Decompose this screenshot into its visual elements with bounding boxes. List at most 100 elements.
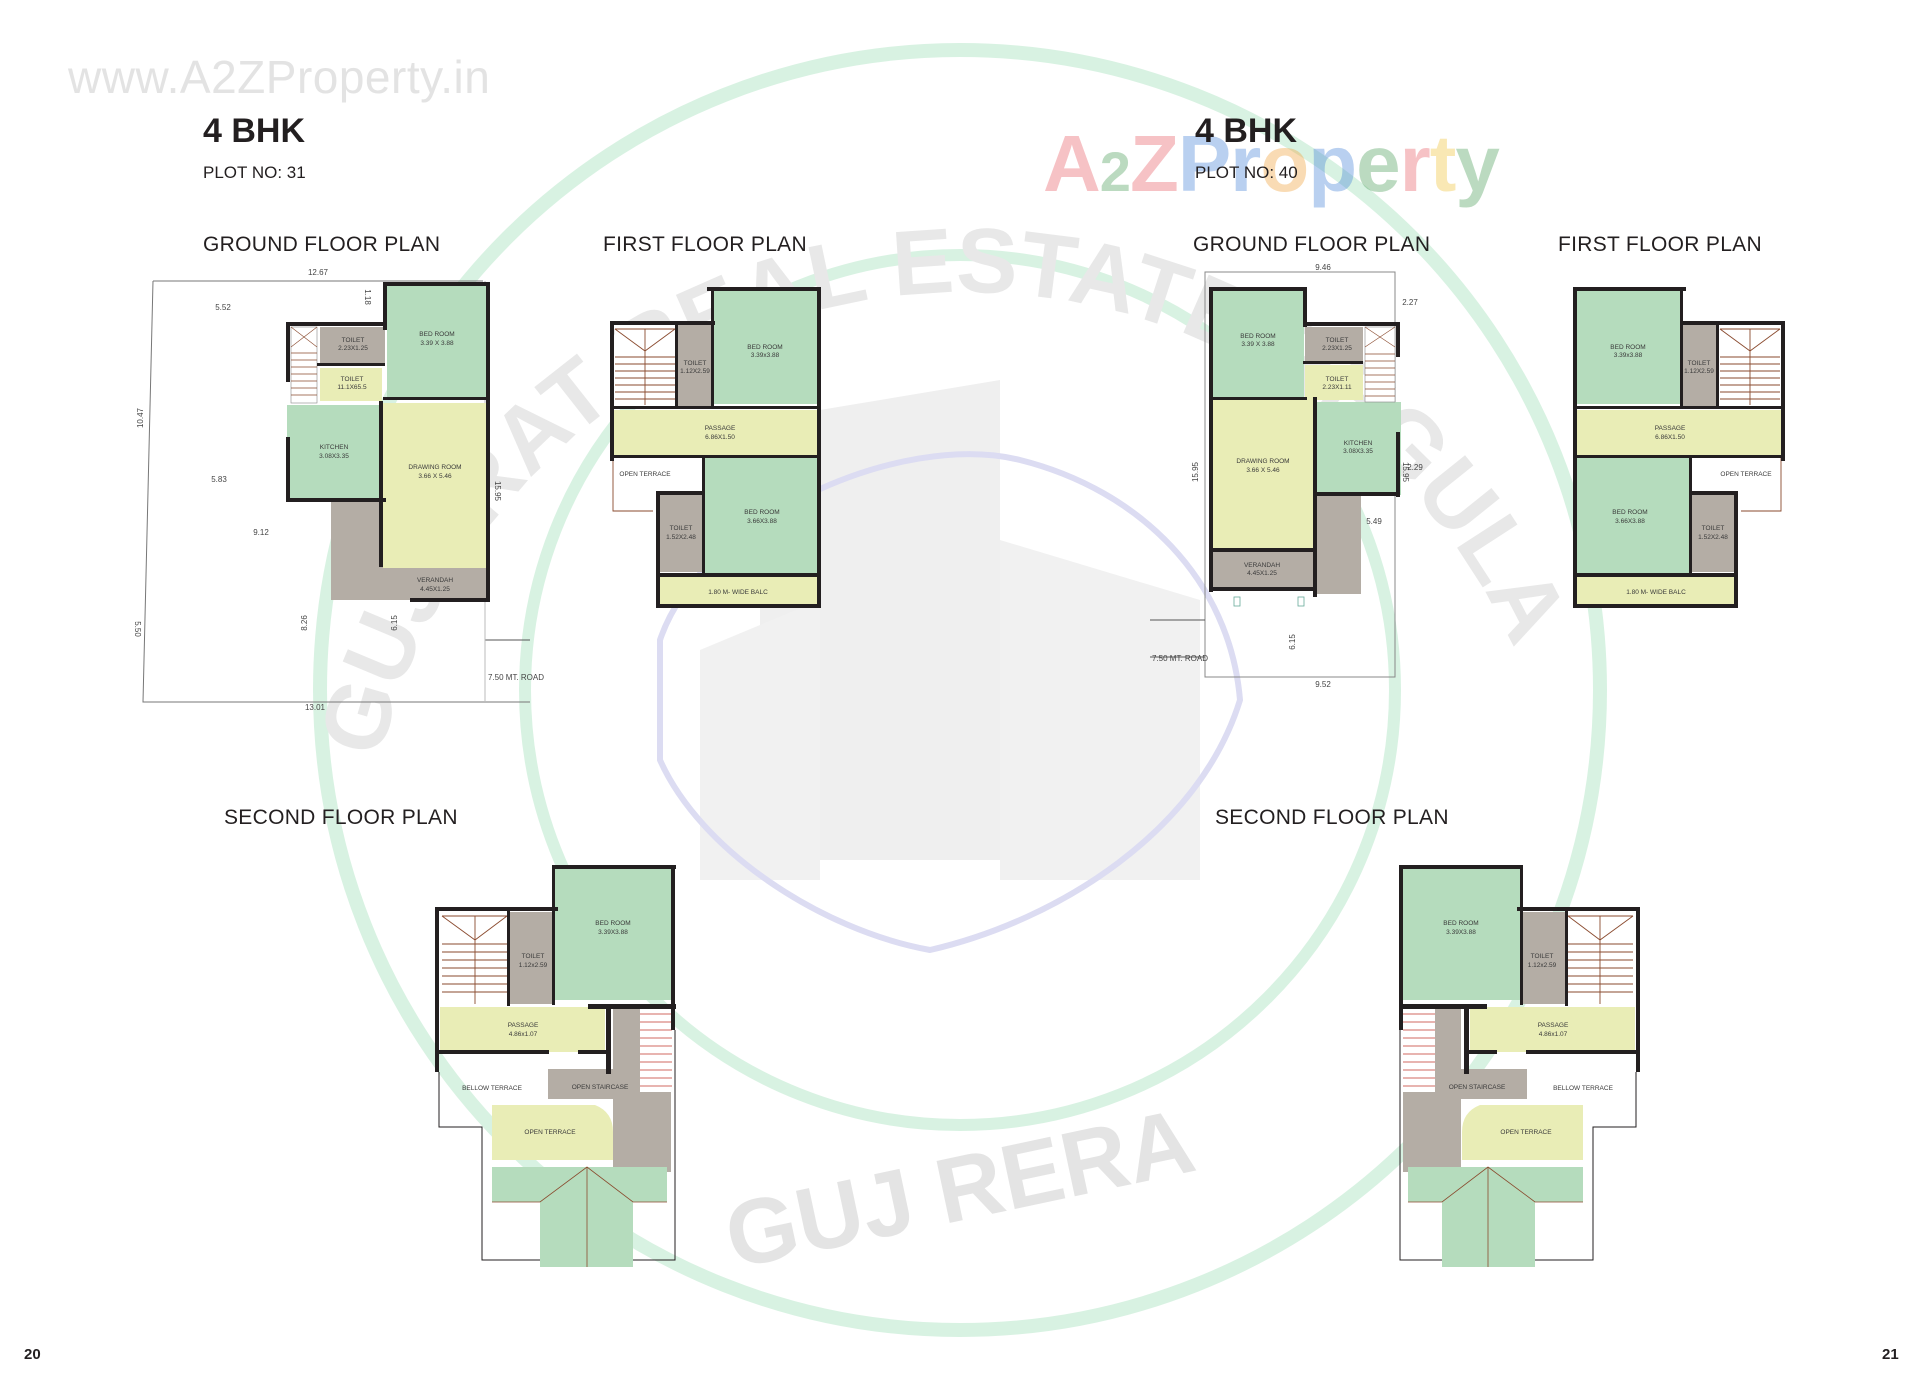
- page-number: 20: [24, 1346, 41, 1363]
- svg-text:KITCHEN: KITCHEN: [320, 444, 349, 451]
- svg-text:PASSAGE: PASSAGE: [705, 425, 736, 432]
- svg-text:10.47: 10.47: [136, 407, 145, 428]
- svg-text:1.52X2.48: 1.52X2.48: [1698, 534, 1728, 541]
- svg-text:1.12X2.59: 1.12X2.59: [680, 368, 710, 375]
- svg-text:4.45X1.25: 4.45X1.25: [1247, 570, 1277, 577]
- svg-text:KITCHEN: KITCHEN: [1344, 440, 1373, 447]
- svg-text:BED ROOM: BED ROOM: [419, 331, 454, 338]
- svg-text:1.80 M- WIDE BALC: 1.80 M- WIDE BALC: [708, 589, 768, 596]
- svg-text:TOILET: TOILET: [1702, 525, 1725, 532]
- svg-text:PASSAGE: PASSAGE: [1655, 425, 1686, 432]
- svg-text:9.46: 9.46: [1315, 263, 1331, 272]
- svg-text:3.39 X 3.88: 3.39 X 3.88: [1241, 341, 1275, 348]
- svg-text:BED ROOM: BED ROOM: [747, 344, 782, 351]
- svg-text:2.23X1.25: 2.23X1.25: [338, 345, 368, 352]
- svg-text:2.23X1.11: 2.23X1.11: [1322, 384, 1352, 391]
- svg-text:TOILET: TOILET: [522, 953, 545, 960]
- svg-text:6.86X1.50: 6.86X1.50: [705, 434, 735, 441]
- svg-text:OPEN TERRACE: OPEN TERRACE: [1720, 471, 1772, 478]
- svg-text:1.12x2.59: 1.12x2.59: [1528, 962, 1557, 969]
- svg-text:3.39 X 3.88: 3.39 X 3.88: [420, 340, 454, 347]
- ground-floor-plan-plot-40: BED ROOM 3.39 X 3.88 TOILET 2.23X1.25 TO…: [1150, 262, 1450, 692]
- svg-text:OPEN TERRACE: OPEN TERRACE: [1500, 1129, 1552, 1136]
- svg-text:TOILET: TOILET: [341, 376, 364, 383]
- svg-text:PASSAGE: PASSAGE: [508, 1022, 539, 1029]
- second-floor-plan-plot-31: BED ROOM 3.39X3.88 TOILET 1.12x2.59 PASS…: [430, 862, 690, 1272]
- svg-text:5.50: 5.50: [133, 621, 142, 637]
- ground-floor-title: GROUND FLOOR PLAN: [1193, 233, 1431, 256]
- svg-text:1.52X2.48: 1.52X2.48: [666, 534, 696, 541]
- svg-text:6.15: 6.15: [390, 615, 399, 631]
- svg-text:3.66 X 5.46: 3.66 X 5.46: [418, 473, 452, 480]
- svg-text:15.95: 15.95: [1191, 461, 1200, 482]
- svg-text:OPEN STAIRCASE: OPEN STAIRCASE: [572, 1084, 629, 1091]
- svg-text:5.83: 5.83: [211, 475, 227, 484]
- svg-text:9.52: 9.52: [1315, 680, 1331, 689]
- svg-text:DRAWING ROOM: DRAWING ROOM: [1236, 458, 1289, 465]
- svg-text:2.27: 2.27: [1402, 298, 1418, 307]
- a2z-logo-watermark: A2ZProperty: [1043, 119, 1500, 208]
- svg-text:3.08X3.35: 3.08X3.35: [319, 453, 349, 460]
- svg-text:PASSAGE: PASSAGE: [1538, 1022, 1569, 1029]
- svg-text:TOILET: TOILET: [1688, 360, 1711, 367]
- svg-text:15.95: 15.95: [493, 481, 502, 502]
- svg-text:BED ROOM: BED ROOM: [1612, 509, 1647, 516]
- svg-text:7.50 MT. ROAD: 7.50 MT. ROAD: [488, 673, 544, 682]
- svg-text:2.29: 2.29: [1407, 463, 1423, 472]
- first-floor-plan-plot-40: BED ROOM 3.39x3.88 TOILET 1.12X2.59 PASS…: [1570, 283, 1795, 613]
- svg-text:1.80 M- WIDE BALC: 1.80 M- WIDE BALC: [1626, 589, 1686, 596]
- svg-text:5.52: 5.52: [215, 303, 231, 312]
- unit-type-title: 4 BHK: [203, 112, 306, 150]
- svg-text:5.49: 5.49: [1366, 517, 1382, 526]
- svg-text:TOILET: TOILET: [684, 360, 707, 367]
- svg-text:VERANDAH: VERANDAH: [417, 577, 453, 584]
- svg-text:3.39X3.88: 3.39X3.88: [1446, 929, 1476, 936]
- svg-text:4.45X1.25: 4.45X1.25: [420, 586, 450, 593]
- svg-text:BELLOW TERRACE: BELLOW TERRACE: [462, 1085, 523, 1092]
- svg-text:3.66X3.88: 3.66X3.88: [1615, 518, 1645, 525]
- svg-text:3.66X3.88: 3.66X3.88: [747, 518, 777, 525]
- svg-text:3.39x3.88: 3.39x3.88: [1614, 352, 1643, 359]
- second-floor-plan-plot-40: BED ROOM 3.39X3.88 TOILET 1.12x2.59 PASS…: [1393, 862, 1653, 1272]
- ground-floor-plan-plot-31: BED ROOM 3.39 X 3.88 TOILET 2.23X1.25 TO…: [125, 265, 545, 715]
- svg-text:11.1X65.5: 11.1X65.5: [337, 384, 367, 391]
- first-floor-plan-plot-31: BED ROOM 3.39x3.88 TOILET 1.12X2.59 PASS…: [605, 283, 830, 613]
- svg-text:9.12: 9.12: [253, 528, 269, 537]
- svg-text:BED ROOM: BED ROOM: [1240, 333, 1275, 340]
- svg-text:TOILET: TOILET: [670, 525, 693, 532]
- plot-number: PLOT NO: 40: [1195, 163, 1298, 182]
- svg-text:1.12x2.59: 1.12x2.59: [519, 962, 548, 969]
- svg-text:OPEN TERRACE: OPEN TERRACE: [619, 471, 671, 478]
- svg-text:1.12X2.59: 1.12X2.59: [1684, 368, 1714, 375]
- svg-text:DRAWING ROOM: DRAWING ROOM: [408, 464, 461, 471]
- svg-text:3.39X3.88: 3.39X3.88: [598, 929, 628, 936]
- second-floor-title: SECOND FLOOR PLAN: [224, 806, 458, 829]
- svg-text:BED ROOM: BED ROOM: [1443, 920, 1478, 927]
- svg-text:OPEN STAIRCASE: OPEN STAIRCASE: [1449, 1084, 1506, 1091]
- svg-text:3.08X3.35: 3.08X3.35: [1343, 448, 1373, 455]
- plot-number: PLOT NO: 31: [203, 163, 306, 182]
- svg-text:VERANDAH: VERANDAH: [1244, 562, 1280, 569]
- first-floor-title: FIRST FLOOR PLAN: [603, 233, 807, 256]
- svg-text:13.01: 13.01: [305, 703, 326, 712]
- svg-text:4.86x1.07: 4.86x1.07: [1539, 1031, 1568, 1038]
- svg-text:TOILET: TOILET: [1531, 953, 1554, 960]
- second-floor-title: SECOND FLOOR PLAN: [1215, 806, 1449, 829]
- svg-text:15.95: 15.95: [1401, 462, 1410, 483]
- site-url-watermark: www.A2ZProperty.in: [68, 51, 491, 103]
- svg-text:3.66 X 5.46: 3.66 X 5.46: [1246, 467, 1280, 474]
- svg-text:8.26: 8.26: [300, 615, 309, 631]
- svg-text:BED ROOM: BED ROOM: [595, 920, 630, 927]
- first-floor-title: FIRST FLOOR PLAN: [1558, 233, 1762, 256]
- svg-text:TOILET: TOILET: [1326, 337, 1349, 344]
- svg-text:6.86X1.50: 6.86X1.50: [1655, 434, 1685, 441]
- svg-text:7.50 MT. ROAD: 7.50 MT. ROAD: [1152, 654, 1208, 663]
- svg-text:BED ROOM: BED ROOM: [744, 509, 779, 516]
- svg-text:TOILET: TOILET: [342, 337, 365, 344]
- svg-text:3.39x3.88: 3.39x3.88: [751, 352, 780, 359]
- svg-text:TOILET: TOILET: [1326, 376, 1349, 383]
- unit-type-title: 4 BHK: [1195, 112, 1298, 150]
- svg-text:2.23X1.25: 2.23X1.25: [1322, 345, 1352, 352]
- svg-text:1.18: 1.18: [363, 289, 372, 305]
- svg-text:BED ROOM: BED ROOM: [1610, 344, 1645, 351]
